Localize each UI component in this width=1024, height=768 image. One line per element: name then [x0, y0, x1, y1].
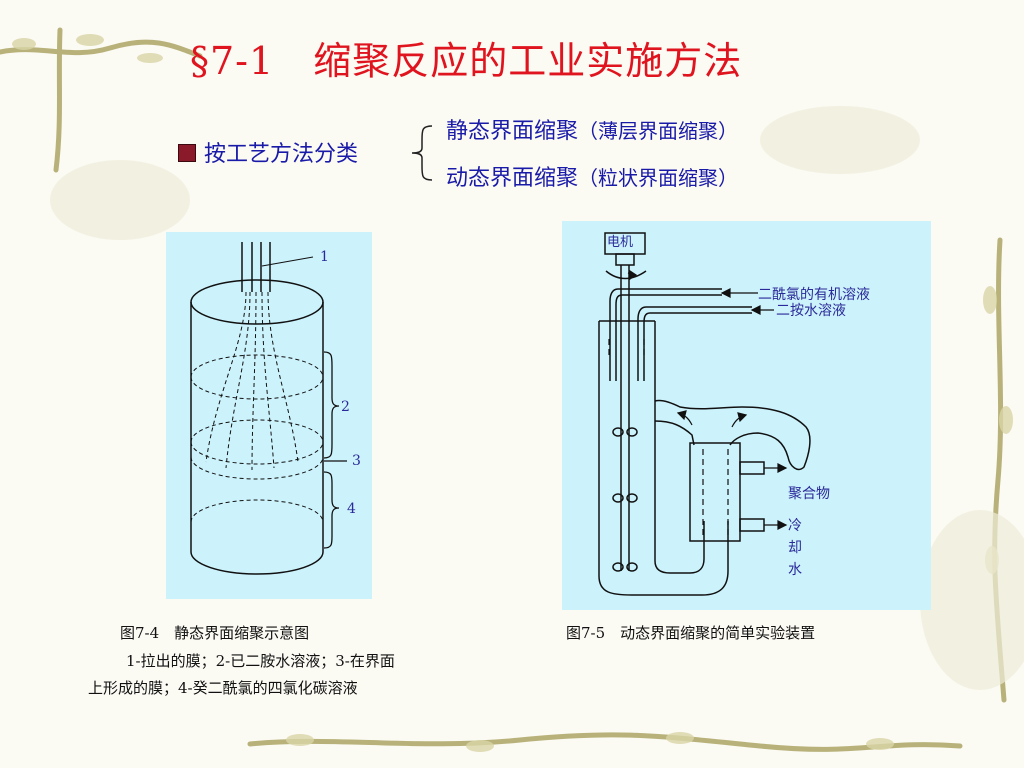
fig1-legend-line2: 上形成的膜；4-癸二酰氯的四氯化碳溶液	[88, 679, 358, 697]
classification-label: 按工艺方法分类	[204, 142, 359, 167]
polymer-label: 聚合物	[788, 486, 830, 502]
cooling-water-label-2: 却	[788, 540, 802, 556]
method-dynamic-name: 动态界面缩聚	[446, 166, 579, 191]
figure-dynamic-interfacial: 电机 二酰氯的有机溶液 二按水溶液 聚合物 冷 却 水	[562, 221, 931, 610]
static-cylinder-diagram	[190, 242, 347, 575]
fig1-caption: 图7-4 静态界面缩聚示意图	[120, 624, 310, 642]
method-static-name: 静态界面缩聚	[446, 119, 579, 144]
method-static: 静态界面缩聚（薄层界面缩聚）	[446, 113, 738, 145]
cooling-water-label-3: 水	[788, 562, 802, 578]
bullet-square-icon	[178, 144, 196, 162]
fig1-legend-line1: 1-拉出的膜；2-已二胺水溶液；3-在界面	[126, 652, 395, 670]
fig1-label-3: 3	[352, 453, 361, 469]
classification-heading: 按工艺方法分类	[178, 136, 358, 168]
figure-static-interfacial: 1 2 3 4	[166, 232, 372, 599]
motor-label: 电机	[607, 235, 634, 250]
organic-solution-label: 二酰氯的有机溶液	[758, 287, 870, 303]
method-dynamic-alias: （粒状界面缩聚）	[578, 166, 739, 190]
dynamic-apparatus-diagram	[598, 232, 811, 596]
aqueous-solution-label: 二按水溶液	[776, 303, 846, 319]
method-static-alias: （薄层界面缩聚）	[578, 119, 739, 143]
method-dynamic: 动态界面缩聚（粒状界面缩聚）	[446, 160, 738, 192]
fig2-caption: 图7-5 动态界面缩聚的简单实验装置	[566, 624, 816, 642]
cooling-water-label-1: 冷	[788, 518, 802, 534]
fig1-label-1: 1	[320, 249, 329, 265]
fig1-label-4: 4	[347, 501, 356, 517]
page-title: §7-1 缩聚反应的工业实施方法	[190, 39, 743, 83]
curly-brace-icon	[411, 125, 433, 181]
fig1-label-2: 2	[341, 399, 350, 415]
